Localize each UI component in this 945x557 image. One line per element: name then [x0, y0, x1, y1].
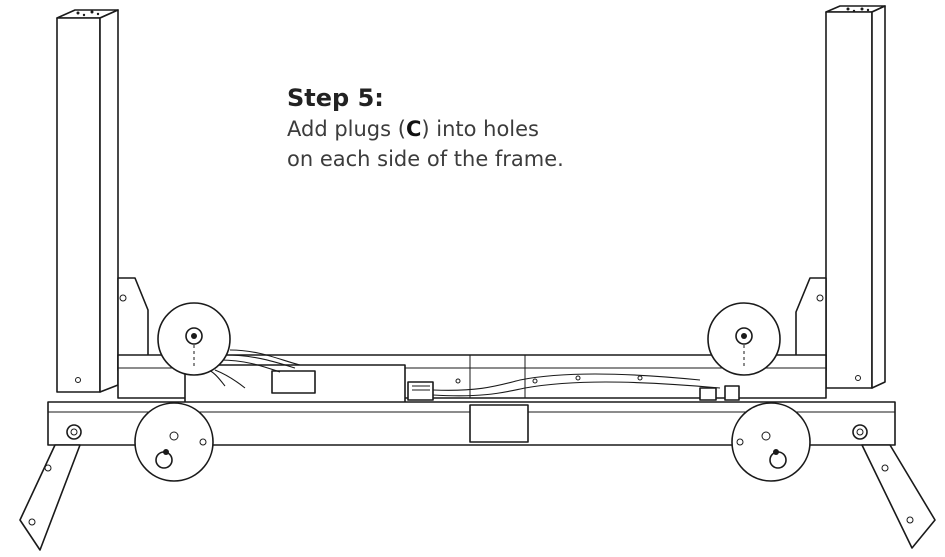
- right-leg-column: [825, 5, 886, 389]
- callout-circle-top-right: [707, 302, 781, 376]
- instruction-line-1: Add plugs (C) into holes: [287, 114, 647, 144]
- cable-bundle: [204, 349, 740, 401]
- callout-circle-bottom-left: [134, 402, 214, 482]
- callout-circle-bottom-right: [731, 402, 811, 482]
- part-letter: C: [405, 117, 422, 141]
- left-leg-column: [56, 9, 119, 393]
- step-title: Step 5:: [287, 84, 384, 112]
- instruction-text-before: Add plugs (: [287, 117, 406, 141]
- callout-circle-top-left: [157, 302, 231, 376]
- right-foot: [861, 444, 936, 549]
- left-foot: [19, 444, 81, 551]
- step-instruction: Step 5: Add plugs (C) into holes on each…: [287, 82, 647, 174]
- control-box: [184, 364, 434, 406]
- instruction-text-after: ) into holes: [421, 117, 539, 141]
- instruction-line-2: on each side of the frame.: [287, 147, 564, 171]
